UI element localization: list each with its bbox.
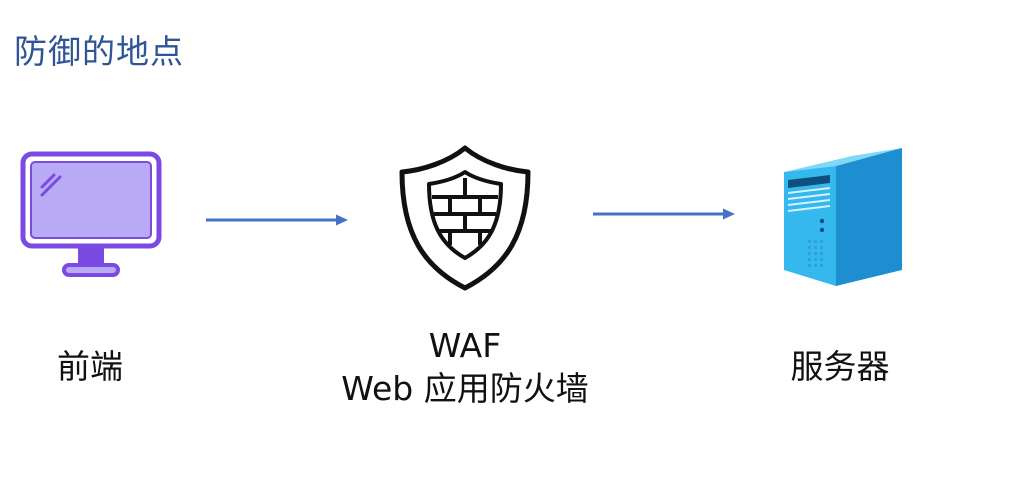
arrow-waf-to-server: [591, 206, 737, 222]
waf-label-line1: WAF: [428, 326, 502, 365]
arrow-client-to-waf: [204, 212, 350, 228]
waf-label-line2: Web 应用防火墙: [341, 369, 589, 408]
server-label: 服务器: [790, 347, 890, 386]
client-label: 前端: [57, 347, 123, 386]
page-title: 防御的地点: [14, 32, 184, 71]
monitor-icon: [20, 151, 162, 281]
shield-firewall-icon: [394, 142, 536, 294]
server-tower-icon: [778, 148, 908, 288]
